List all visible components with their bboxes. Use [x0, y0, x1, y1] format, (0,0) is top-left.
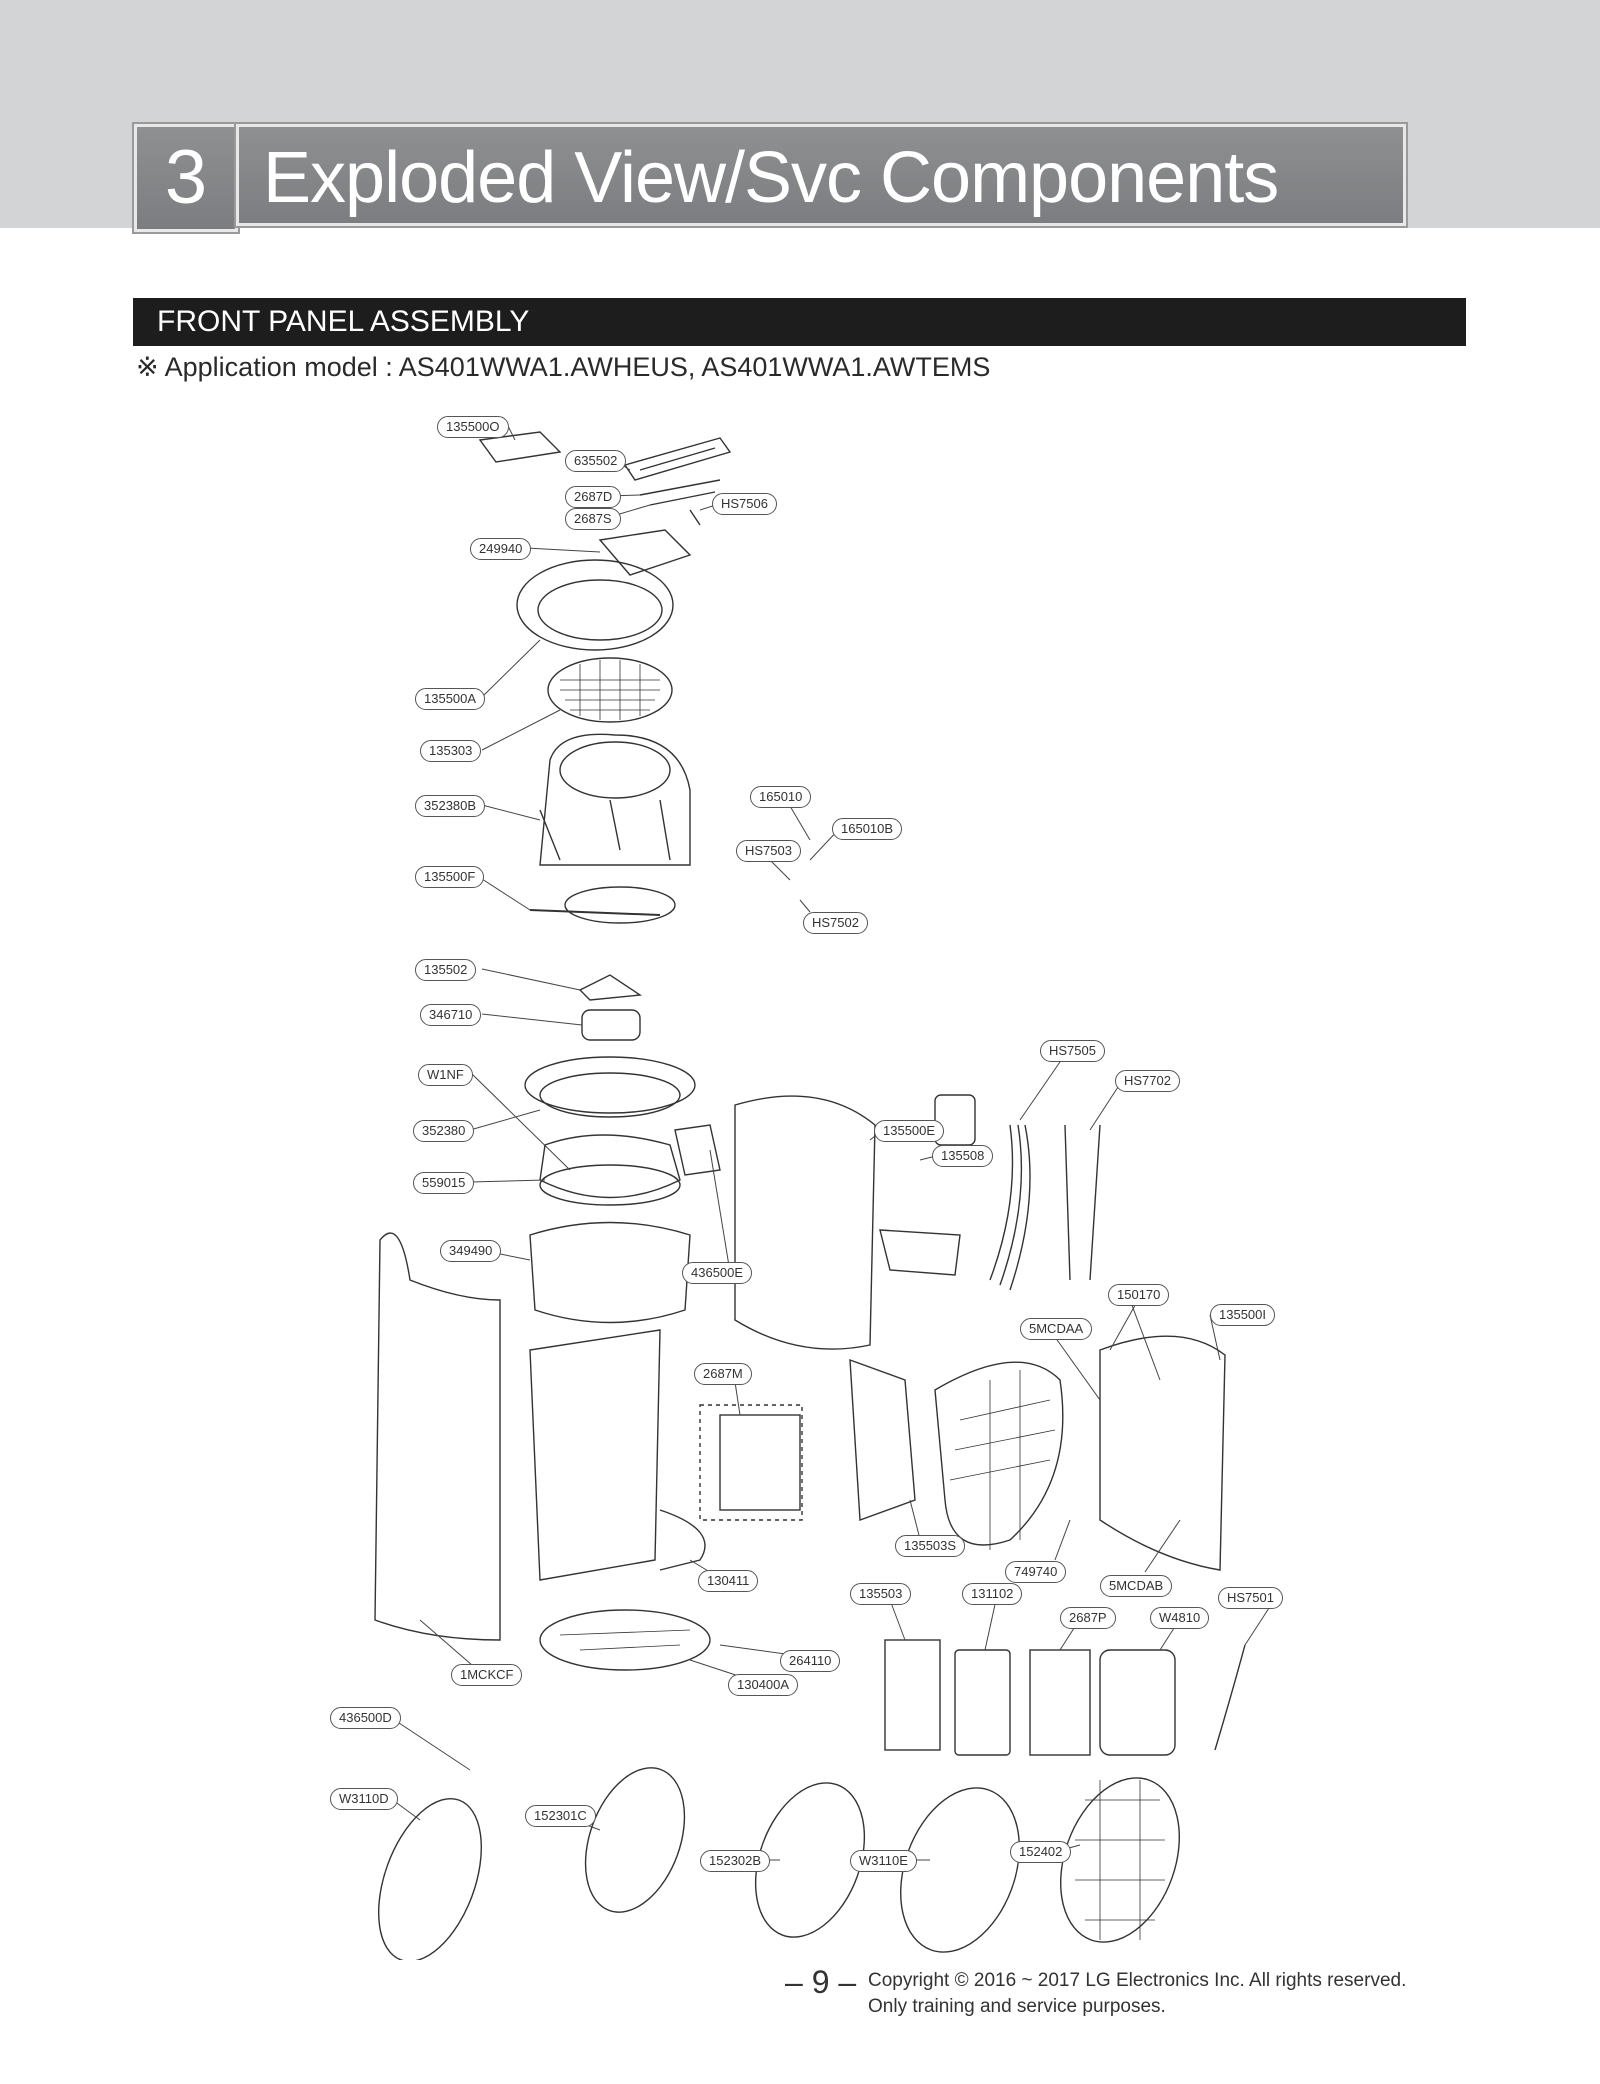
motor — [581, 1009, 641, 1041]
part-135503 — [884, 1639, 941, 1751]
part-callout: 135500E — [874, 1120, 945, 1142]
part-callout: 135500O — [437, 416, 509, 438]
front-top-ring — [516, 559, 674, 651]
section-title: Exploded View/Svc Components inventory — [236, 124, 1406, 320]
ring-W3110D — [377, 1797, 483, 1960]
part-callout: HS7501 — [1218, 1587, 1283, 1609]
part-callout: 349490 — [440, 1240, 502, 1262]
part-callout: 135508 — [932, 1145, 994, 1167]
duct — [529, 1221, 691, 1324]
part-callout: HS7502 — [803, 912, 868, 934]
part-callout: 346710 — [420, 1004, 482, 1026]
harness-2 — [1064, 1124, 1101, 1281]
part-callout: W4810 — [1150, 1607, 1210, 1629]
grille-152402 — [1060, 1777, 1180, 1943]
section-number: 3 — [134, 124, 238, 232]
harness-3 — [1214, 1644, 1246, 1751]
part-callout: 150170 — [1108, 1284, 1170, 1306]
part-callout: 135503S — [895, 1535, 966, 1557]
fan-plate — [564, 886, 676, 924]
part-131102 — [954, 1649, 1011, 1756]
part-callout: 352380 — [413, 1120, 475, 1142]
part-callout: 135303 — [420, 740, 482, 762]
part-callout: 5MCDAB — [1100, 1575, 1173, 1597]
display-window — [478, 431, 562, 463]
part-callout: 1MCKCF — [451, 1664, 523, 1686]
part-callout: 135503 — [850, 1583, 912, 1605]
rear-grille — [934, 1361, 1064, 1546]
main-frame — [529, 1329, 661, 1581]
part-callout: 2687M — [694, 1363, 752, 1385]
part-callout: 352380B — [415, 795, 486, 817]
side-module — [674, 1124, 721, 1176]
top-cover — [598, 529, 692, 576]
side-cover — [1099, 1335, 1226, 1571]
exploded-view-diagram — [374, 425, 1272, 1960]
part-callout: HS7506 — [712, 493, 777, 515]
pcb-strip — [639, 479, 721, 526]
part-callout: 249940 — [470, 538, 532, 560]
part-callout: 135500F — [415, 866, 485, 888]
part-callout: 165010 — [750, 786, 812, 808]
part-callout: W1NF — [418, 1064, 473, 1086]
usage-notice: Only training and service purposes. — [868, 1996, 1166, 2017]
ring-152302B — [754, 1782, 866, 1938]
filter-support — [849, 1358, 916, 1521]
part-2687P — [1029, 1649, 1091, 1756]
application-model: ※ Application model : AS401WWA1.AWHEUS, … — [136, 352, 991, 382]
part-callout: 135500I — [1210, 1304, 1275, 1326]
mesh-disc — [559, 741, 671, 799]
disc-152301C — [584, 1767, 686, 1913]
part-callout: 2687S — [565, 508, 621, 530]
part-callout: 2687P — [1060, 1607, 1116, 1629]
rear-panel — [734, 1095, 876, 1350]
assembly-title: FRONT PANEL ASSEMBLY — [133, 298, 1466, 346]
part-callout: 436500E — [682, 1262, 753, 1284]
part-callout: 135500A — [415, 688, 486, 710]
part-W4810 — [1099, 1649, 1176, 1756]
part-callout: 264110 — [780, 1650, 841, 1672]
grille — [547, 657, 673, 723]
part-callout: W3110D — [330, 1788, 398, 1810]
pcb-box — [719, 1414, 801, 1511]
base-plate — [539, 1609, 711, 1671]
part-callout: 635502 — [565, 450, 627, 472]
part-callout: HS7702 — [1115, 1070, 1180, 1092]
control-frame — [623, 437, 732, 481]
part-callout: 130400A — [728, 1674, 799, 1696]
tray — [879, 1229, 961, 1276]
part-callout: 131102 — [962, 1583, 1023, 1605]
part-callout: 135502 — [415, 959, 477, 981]
part-callout: W3110E — [850, 1850, 917, 1872]
copyright-block: Copyright © 2016 ~ 2017 LG Electronics I… — [868, 1968, 1406, 2020]
part-callout: HS7503 — [736, 840, 801, 862]
part-callout: 436500D — [330, 1707, 401, 1729]
part-callout: HS7505 — [1040, 1040, 1105, 1062]
part-callout: 152402 — [1010, 1841, 1072, 1863]
part-callout: 5MCDAA — [1020, 1318, 1093, 1340]
part-callout: 165010B — [832, 818, 903, 840]
part-callout: 130411 — [698, 1570, 759, 1592]
part-callout: 2687D — [565, 486, 622, 508]
harness-1 — [989, 1124, 1031, 1291]
part-callout: 559015 — [413, 1172, 475, 1194]
copyright-text: Copyright © 2016 ~ 2017 LG Electronics I… — [868, 1970, 1407, 1991]
fan-housing — [524, 1056, 696, 1114]
motor-bracket — [578, 974, 643, 1001]
page-number: – 9 – — [785, 1964, 857, 2000]
impeller — [539, 1134, 681, 1199]
outer-panel — [374, 1232, 501, 1641]
part-callout: 152301C — [525, 1805, 596, 1827]
part-callout: 749740 — [1005, 1561, 1067, 1583]
part-callout: 152302B — [700, 1850, 771, 1872]
upper-housing — [539, 733, 691, 866]
